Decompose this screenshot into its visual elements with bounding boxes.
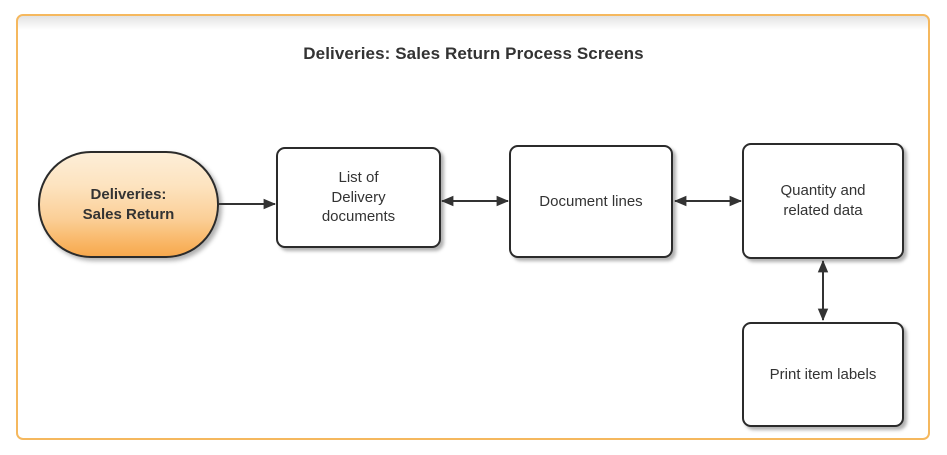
node-label: Deliveries: Sales Return [82,185,175,223]
node-print-item-labels[interactable]: Print item labels [742,322,904,427]
node-label: Print item labels [769,365,877,383]
page-title: Deliveries: Sales Return Process Screens [303,44,644,63]
node-quantity-and-related-data[interactable]: Quantity and related data [742,143,904,259]
node-label: Quantity and related data [780,182,866,219]
node-label: List of Delivery documents [321,168,396,226]
node-label: Document lines [539,192,643,210]
node-list-of-delivery-documents[interactable]: List of Delivery documents [276,147,441,248]
frame-top-shadow [18,16,928,30]
node-document-lines[interactable]: Document lines [509,145,673,258]
node-deliveries-sales-return[interactable]: Deliveries: Sales Return [38,151,219,258]
